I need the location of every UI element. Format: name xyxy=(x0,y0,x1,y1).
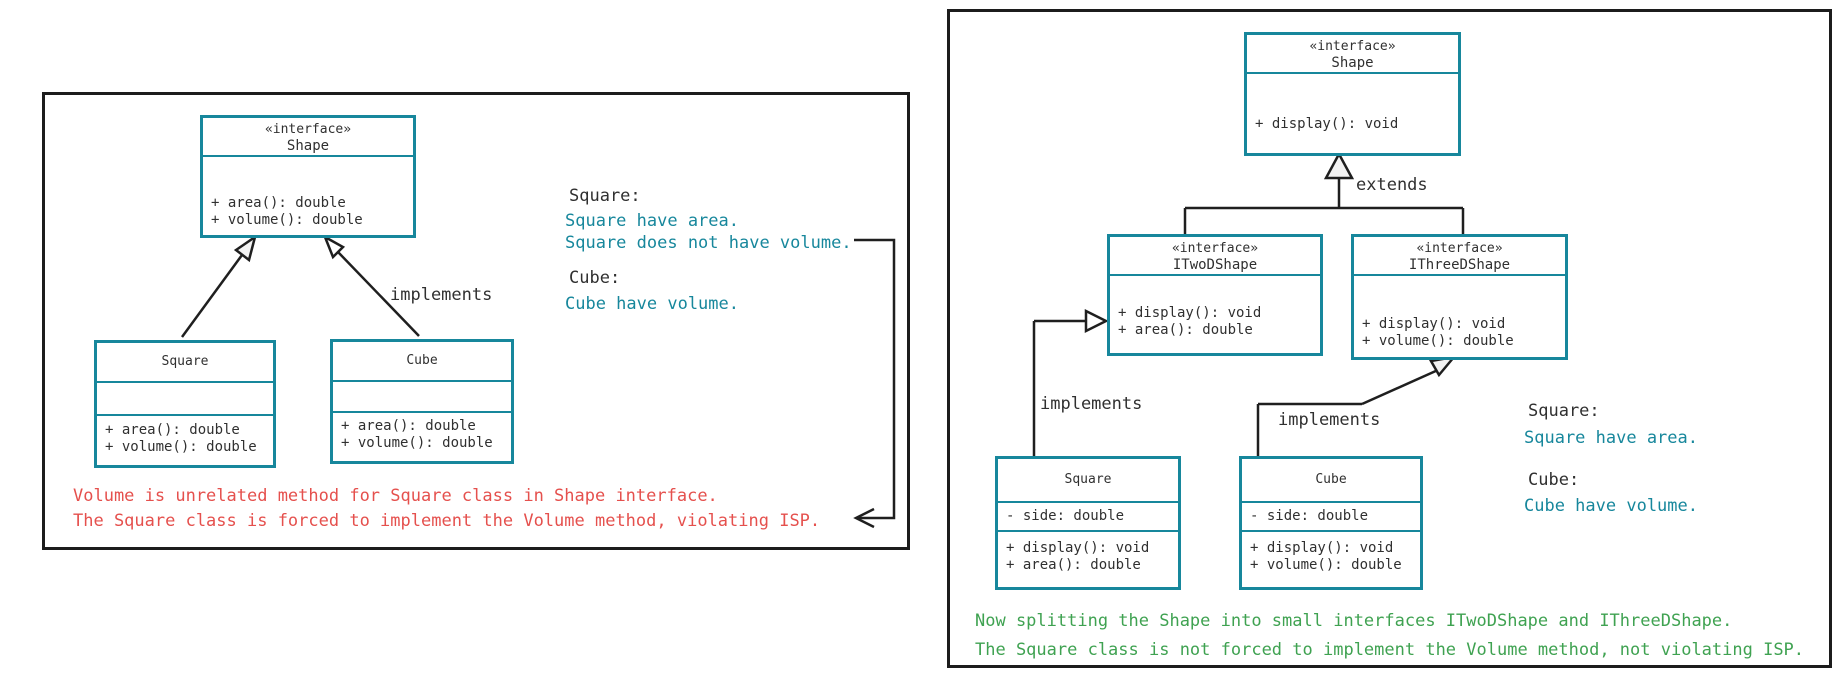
uml-method: + display(): void xyxy=(1006,540,1150,556)
uml-interface-ithreedshape: «interface» IThreeDShape + display(): vo… xyxy=(1351,234,1568,360)
extends-arrowhead-icon xyxy=(1323,151,1355,180)
uml-method: + area(): double xyxy=(1006,557,1141,573)
class-name: ITwoDShape xyxy=(1172,257,1258,273)
uml-header: «interface» IThreeDShape xyxy=(1354,237,1565,274)
uml-method: + volume(): double xyxy=(1250,557,1402,573)
uml-header: «interface» Shape xyxy=(203,118,413,155)
left-panel-arrows xyxy=(180,234,896,529)
uml-methods-compartment: + display(): void + volume(): double xyxy=(1242,530,1420,587)
uml-method: + volume(): double xyxy=(341,435,493,451)
note-cube-line1: Cube have volume. xyxy=(1524,496,1698,516)
uml-attribute: - side: double xyxy=(1006,508,1125,524)
uml-attributes-compartment: - side: double xyxy=(998,501,1178,530)
note-connector-arrowhead-icon xyxy=(853,507,875,529)
violation-text-line2: The Square class is forced to implement … xyxy=(73,511,821,531)
uml-interface-shape: «interface» Shape + area(): double + vol… xyxy=(200,115,416,238)
uml-method: + display(): void xyxy=(1362,316,1506,332)
cube-implements-line xyxy=(1361,368,1439,406)
benefit-text-line1: Now splitting the Shape into small inter… xyxy=(975,611,1733,631)
uml-attribute: - side: double xyxy=(1250,508,1369,524)
implements-label-cube: implements xyxy=(1278,410,1381,430)
stereotype-label: «interface» xyxy=(1309,39,1396,54)
uml-header: Square xyxy=(97,343,273,381)
uml-method: + display(): void xyxy=(1255,116,1399,132)
class-name: Shape xyxy=(1331,55,1374,71)
note-square-title: Square: xyxy=(1528,401,1600,421)
uml-methods-compartment: + display(): void + area(): double xyxy=(1110,274,1320,353)
stereotype-label: «interface» xyxy=(264,122,352,137)
class-name: Square xyxy=(1064,472,1112,487)
stereotype-label: «interface» xyxy=(1416,241,1503,256)
stereotype-label: «interface» xyxy=(1171,241,1259,256)
uml-method: + volume(): double xyxy=(105,439,257,455)
class-name: IThreeDShape xyxy=(1408,257,1511,273)
uml-header: Cube xyxy=(333,342,511,380)
class-name: Cube xyxy=(1315,472,1347,487)
uml-method: + volume(): double xyxy=(211,212,363,228)
note-square-line2: Square does not have volume. xyxy=(565,233,852,253)
uml-method: + area(): double xyxy=(1118,322,1253,338)
note-cube-title: Cube: xyxy=(569,268,621,288)
uml-attributes-compartment: - side: double xyxy=(1242,501,1420,530)
violation-text-line1: Volume is unrelated method for Square cl… xyxy=(73,486,718,506)
uml-methods-compartment: + display(): void + volume(): double xyxy=(1354,274,1565,357)
note-cube-title: Cube: xyxy=(1528,470,1580,490)
right-panel-solution: «interface» Shape + display(): void «int… xyxy=(947,9,1832,668)
uml-method: + area(): double xyxy=(341,418,476,434)
uml-attributes-compartment xyxy=(333,380,511,411)
uml-class-cube: Cube + area(): double + volume(): double xyxy=(330,339,514,464)
uml-method: + display(): void xyxy=(1250,540,1394,556)
implements-label-square: implements xyxy=(1040,394,1143,414)
uml-header: «interface» Shape xyxy=(1247,35,1458,72)
uml-interface-shape: «interface» Shape + display(): void xyxy=(1244,32,1461,156)
uml-header: Cube xyxy=(1242,459,1420,501)
uml-class-cube: Cube - side: double + display(): void + … xyxy=(1239,456,1423,590)
note-square-title: Square: xyxy=(569,186,641,206)
uml-method: + area(): double xyxy=(211,195,346,211)
square-implements-line xyxy=(180,254,244,338)
uml-methods-compartment: + display(): void xyxy=(1247,72,1458,153)
uml-class-square: Square + area(): double + volume(): doub… xyxy=(94,340,276,468)
left-panel-violation: «interface» Shape + area(): double + vol… xyxy=(42,92,910,550)
class-name: Shape xyxy=(286,138,330,154)
uml-method: + area(): double xyxy=(105,422,240,438)
note-square-line1: Square have area. xyxy=(565,211,739,231)
note-square-line1: Square have area. xyxy=(1524,428,1698,448)
uml-methods-compartment: + display(): void + area(): double xyxy=(998,530,1178,587)
uml-method: + display(): void xyxy=(1118,305,1262,321)
uml-methods-compartment: + area(): double + volume(): double xyxy=(97,414,273,465)
uml-attributes-compartment xyxy=(97,381,273,414)
implements-label: implements xyxy=(390,285,493,305)
extends-label: extends xyxy=(1356,175,1428,195)
note-connector-line xyxy=(854,238,896,520)
class-name: Square xyxy=(161,354,209,369)
implements-arrowhead-icon xyxy=(1084,308,1109,334)
uml-methods-compartment: + area(): double + volume(): double xyxy=(203,155,413,235)
uml-class-square: Square - side: double + display(): void … xyxy=(995,456,1181,590)
uml-interface-itwodshape: «interface» ITwoDShape + display(): void… xyxy=(1107,234,1323,356)
uml-methods-compartment: + area(): double + volume(): double xyxy=(333,411,511,461)
generalization-arrowhead-icon xyxy=(233,234,258,263)
generalization-arrowhead-icon xyxy=(322,234,346,260)
uml-header: Square xyxy=(998,459,1178,501)
uml-header: «interface» ITwoDShape xyxy=(1110,237,1320,274)
note-cube-line1: Cube have volume. xyxy=(565,294,739,314)
class-name: Cube xyxy=(406,353,438,368)
uml-method: + volume(): double xyxy=(1362,333,1514,349)
benefit-text-line2: The Square class is not forced to implem… xyxy=(975,640,1805,660)
